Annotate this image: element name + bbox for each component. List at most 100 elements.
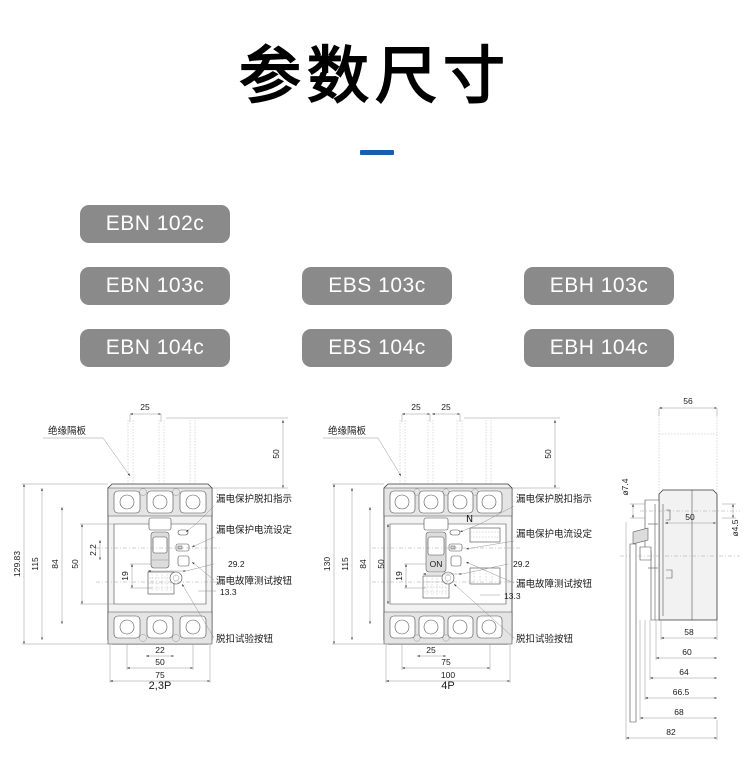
dim-value-hole-upper: ø7.4 [620, 478, 630, 495]
dim-side-hole-7-4: ø7.4 [620, 478, 645, 519]
dim-value-depth-68: 68 [674, 707, 684, 717]
dim-value-side-top-width: 56 [683, 396, 693, 406]
dim-value-width-75-4p: 75 [441, 657, 451, 667]
dim-chain-left-4p: 130 115 84 50 19 [322, 483, 426, 645]
leakage-test-button-4p[interactable] [450, 555, 462, 567]
callout-label-leakage-current-setting-4p: 漏电保护电流设定 [516, 528, 593, 540]
dim-value-height-84: 84 [50, 559, 60, 569]
callout-label-insulating-barrier: 绝缘隔板 [48, 425, 87, 437]
callout-label-leakage-current-setting: 漏电保护电流设定 [216, 524, 293, 536]
side-contact-grid-4p [469, 527, 501, 585]
dim-value-depth-50: 50 [685, 512, 695, 522]
dim-value-overall-height-4p: 130 [322, 557, 332, 571]
caption-4p: 4P [441, 680, 454, 692]
dim-value-depth-66-5: 66.5 [673, 687, 690, 697]
toggle-handle-4p[interactable]: ON [423, 517, 449, 573]
dim-offsets-4p: 29.2 13.3 [423, 559, 530, 601]
toggle-label-on: ON [430, 559, 443, 569]
callout-label-leakage-trip-indicator: 漏电保护脱扣指示 [216, 493, 292, 505]
side-view: 56 ø7.4 [620, 396, 740, 740]
dim-value-terminal-pitch-1: 25 [411, 402, 421, 412]
model-badge-ebh-104c[interactable]: EBH 104c [524, 329, 674, 367]
dim-value-terminal-length-4p: 50 [543, 449, 553, 459]
side-latch-block [639, 546, 652, 561]
dim-value-height-84-4p: 84 [358, 559, 368, 569]
leakage-test-button-2p3p[interactable] [177, 555, 190, 567]
model-badge-grid: EBN 102c EBN 103c EBN 104c EBS 103c EBS … [0, 205, 750, 375]
dim-value-depth-64: 64 [679, 667, 689, 677]
side-terminal-shroud [658, 412, 718, 495]
callout-label-leakage-fault-test-button: 漏电故障测试按钮 [216, 575, 293, 587]
callouts-right-4p: 漏电保护脱扣指示 漏电保护电流设定 漏电故障测试按钮 脱扣试验按钮 [453, 493, 593, 645]
model-badge-ebn-103c[interactable]: EBN 103c [80, 267, 230, 305]
leakage-indicator-window-4p [449, 529, 461, 536]
terminal-bars-2p3p [127, 420, 196, 488]
callout-label-trip-test-button-4p: 脱扣试验按钮 [516, 633, 574, 645]
trip-test-button-2p3p[interactable] [169, 571, 183, 585]
model-badge-ebh-103c[interactable]: EBH 103c [524, 267, 674, 305]
dimension-drawings: 25 50 绝缘隔板 [0, 392, 750, 761]
dim-side-hole-4-5: ø4.5 [722, 503, 740, 537]
callouts-right-2p3p: 漏电保护脱扣指示 漏电保护电流设定 漏电故障测试按钮 脱扣试验按钮 [181, 493, 293, 645]
dim-terminal-length-50: 50 [160, 417, 288, 489]
neutral-marker-4p: N [466, 514, 473, 525]
terminal-lugs-top-2p3p [113, 488, 207, 514]
dim-value-depth-58: 58 [684, 627, 694, 637]
dim-value-height-115-4p: 115 [340, 557, 350, 571]
title-accent-bar [360, 150, 394, 155]
model-badge-ebn-104c[interactable]: EBN 104c [80, 329, 230, 367]
side-rear-plate [629, 543, 637, 723]
dim-terminal-pitch-4p: 25 25 [401, 402, 461, 422]
dim-chain-left-2p3p: 129.83 115 84 50 2.2 19 [12, 483, 152, 645]
dim-value-overall-height: 129.83 [12, 551, 22, 577]
neutral-label-n: N [466, 514, 473, 525]
leakage-current-dial-2p3p[interactable] [175, 543, 190, 552]
dim-value-width-25-4p: 25 [426, 645, 436, 655]
dim-terminal-pitch-25: 25 [129, 402, 162, 422]
dim-chain-bottom-4p: 25 75 100 [385, 644, 511, 683]
terminal-lugs-top-4p [389, 488, 503, 514]
dim-value-hole-lower: ø4.5 [730, 519, 740, 536]
page-title: 参数尺寸 [238, 39, 511, 112]
dim-value-offset-29-2-4p: 29.2 [513, 559, 530, 569]
toggle-handle-2p3p[interactable] [148, 517, 172, 569]
caption-2-3p: 2,3P [149, 680, 172, 692]
dim-value-offset-13-3: 13.3 [220, 587, 237, 597]
dim-side-depth-50: 50 [665, 512, 716, 524]
side-handle-tab [632, 527, 649, 545]
callout-label-leakage-trip-indicator-4p: 漏电保护脱扣指示 [516, 493, 592, 505]
front-view-2-3p: 25 50 绝缘隔板 [12, 402, 293, 692]
dim-value-width-22: 22 [155, 645, 165, 655]
dim-value-overall-width-4p: 100 [441, 670, 455, 680]
model-badge-ebn-102c[interactable]: EBN 102c [80, 205, 230, 243]
dim-terminal-length-4p: 50 [460, 417, 560, 489]
dim-stack-side-bottom: 58 60 64 66.5 68 82 [625, 522, 718, 740]
dim-value-overall-width: 75 [155, 670, 165, 680]
dim-value-height-50-4p: 50 [376, 559, 386, 569]
model-badge-ebs-104c[interactable]: EBS 104c [302, 329, 452, 367]
callout-label-trip-test-button: 脱扣试验按钮 [216, 633, 274, 645]
dim-value-terminal-pitch-2: 25 [441, 402, 451, 412]
dim-value-height-19-4p: 19 [394, 571, 404, 581]
trip-test-button-4p[interactable] [441, 571, 455, 585]
contact-grid-2p3p [147, 571, 175, 595]
dim-value-height-19: 19 [120, 571, 130, 581]
contact-grid-4p [422, 575, 450, 599]
leakage-indicator-window-2p3p [177, 529, 189, 536]
dim-value-gap-2-2: 2.2 [88, 544, 98, 556]
dim-value-terminal-length: 50 [271, 449, 281, 459]
callout-label-leakage-fault-test-button-4p: 漏电故障测试按钮 [516, 578, 593, 590]
terminal-bars-4p [399, 420, 492, 488]
dim-value-depth-60: 60 [682, 647, 692, 657]
dim-value-terminal-pitch: 25 [140, 402, 150, 412]
dim-offsets-2p3p: 29.2 13.3 [148, 559, 245, 597]
terminal-lugs-bottom-2p3p [113, 615, 207, 642]
callout-insulating-barrier-left: 绝缘隔板 [43, 425, 131, 477]
dim-side-top-56: 56 [658, 396, 718, 416]
leakage-current-dial-4p[interactable] [448, 543, 463, 552]
callout-insulating-barrier-mid: 绝缘隔板 [323, 425, 402, 477]
dim-value-offset-29-2: 29.2 [228, 559, 245, 569]
front-view-4p: 25 25 50 绝缘隔板 [322, 402, 593, 692]
model-badge-ebs-103c[interactable]: EBS 103c [302, 267, 452, 305]
